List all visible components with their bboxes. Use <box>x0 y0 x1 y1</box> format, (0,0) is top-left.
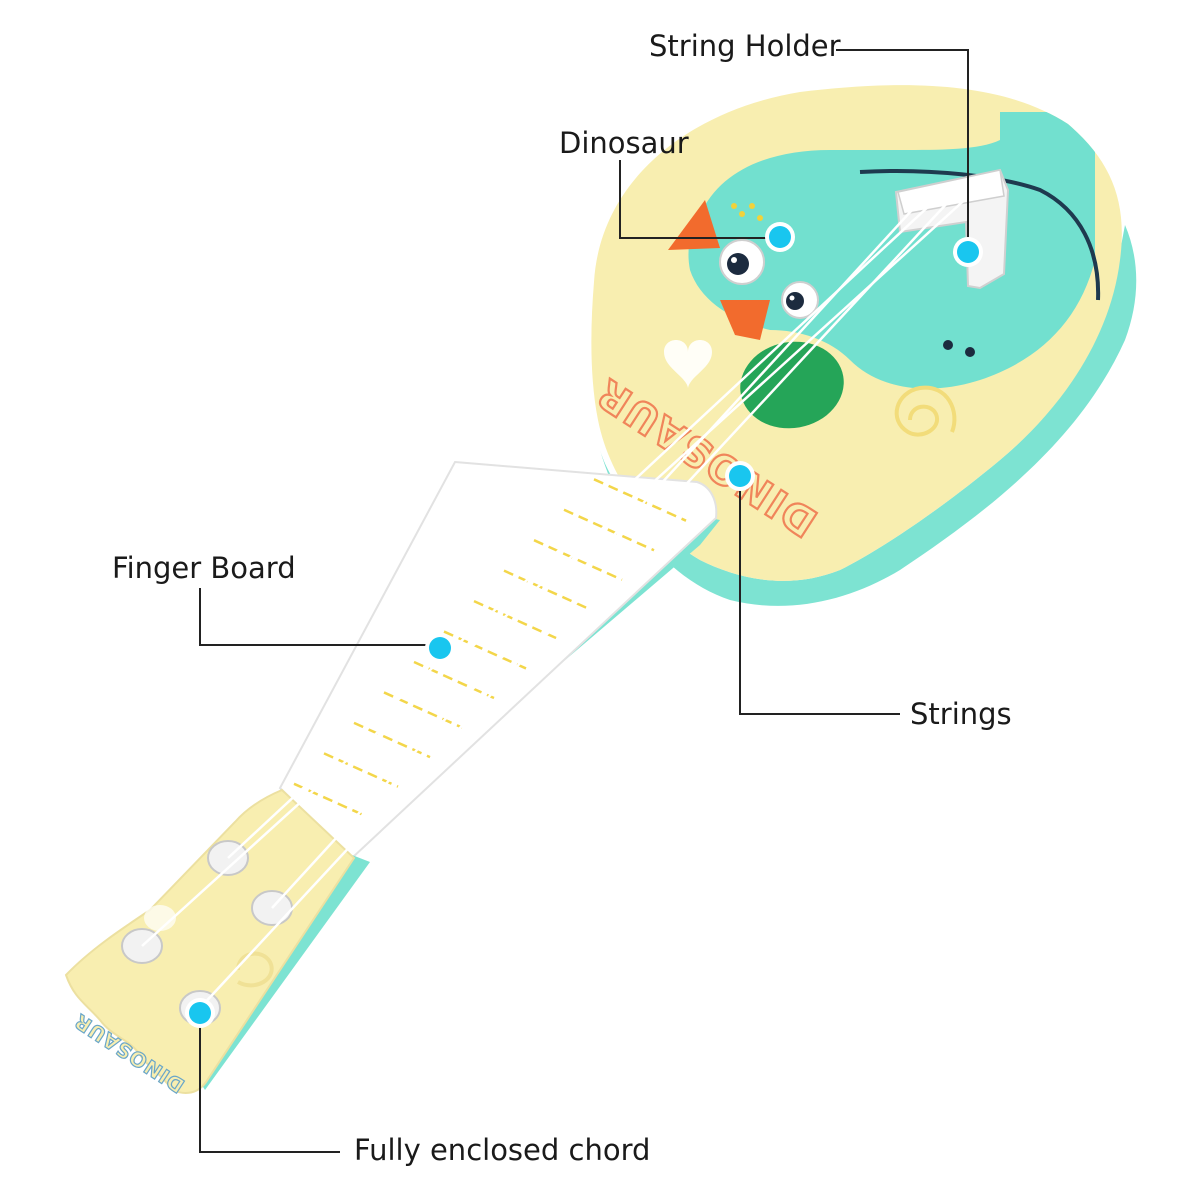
headstock-swirl <box>236 951 274 988</box>
fret-mark <box>593 478 687 522</box>
leader-finger-board <box>199 588 440 646</box>
fret-mark <box>353 721 431 759</box>
callout-dinosaur: Dinosaur <box>559 126 689 160</box>
leader-chord <box>199 1013 340 1153</box>
ukulele-neck <box>278 460 720 880</box>
fret-mark <box>413 660 495 700</box>
marker-dot <box>765 222 795 252</box>
callout-string-holder: String Holder <box>649 29 841 63</box>
swirl-decoration <box>894 385 957 437</box>
fret-mark <box>293 782 367 818</box>
callout-strings: Strings <box>910 697 1012 731</box>
fret-mark <box>323 752 399 788</box>
marker-dot <box>953 237 983 267</box>
dinosaur-eye-left <box>719 239 765 285</box>
leader-lines <box>199 49 969 1153</box>
callout-markers <box>185 222 983 1028</box>
dinosaur-nostril <box>965 347 975 357</box>
dinosaur-mouth <box>859 169 1101 301</box>
marker-dot <box>185 998 215 1028</box>
callout-finger-board: Finger Board <box>112 551 296 585</box>
marker-dot <box>725 461 755 491</box>
ukulele-headstock: DINOSAUR <box>64 788 370 1099</box>
heart-decoration <box>664 340 712 388</box>
sound-hole <box>740 341 844 429</box>
fret-mark <box>533 539 623 581</box>
ukulele-body: DINOSAUR <box>587 85 1137 606</box>
ukulele-strings <box>141 194 971 1009</box>
dinosaur-spots <box>731 203 763 221</box>
marker-dot <box>425 633 455 663</box>
dinosaur-crest-lower <box>720 300 770 340</box>
callout-fully-enclosed-chord: Fully enclosed chord <box>354 1133 651 1167</box>
fret-mark <box>563 508 655 552</box>
leader-string-holder <box>836 49 969 252</box>
dinosaur-eye-right <box>781 281 819 319</box>
leader-strings <box>739 476 900 715</box>
peg-shadow <box>144 905 176 931</box>
headstock-face <box>64 788 356 1094</box>
leader-dinosaur <box>619 160 780 239</box>
fret-marks <box>293 478 687 818</box>
dinosaur-nostril <box>943 340 953 350</box>
fret-mark <box>383 691 463 729</box>
